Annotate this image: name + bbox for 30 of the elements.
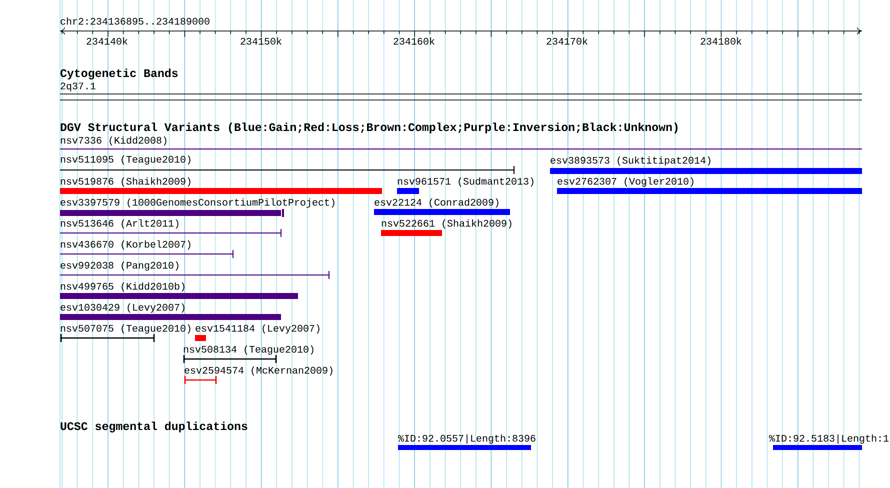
- variant-label: nsv507075 (Teague2010): [60, 324, 190, 334]
- variant-label: esv22124 (Conrad2009): [374, 198, 498, 208]
- variant-label: nsv499765 (Kidd2010b): [60, 282, 184, 292]
- variant-label: nsv7336 (Kidd2008): [60, 136, 166, 146]
- track-heading: DGV Structural Variants (Blue:Gain;Red:Loss;Brown:Complex;Purple:Inversion;Black:Unknown): [60, 122, 678, 134]
- variant-label: esv1541184 (Levy2007): [196, 324, 320, 334]
- tick-label: 234180k: [700, 37, 742, 45]
- variant-label: nsv961571 (Sudmant2013): [398, 177, 534, 187]
- track-heading: Cytogenetic Bands: [60, 68, 178, 80]
- coordinate-range: chr2:234136895..234189000: [60, 17, 210, 25]
- variant-label: esv2594574 (McKernan2009): [184, 366, 332, 376]
- tick-label: 234160k: [394, 37, 434, 45]
- variant-label: esv2762307 (Vogler2010): [558, 177, 694, 187]
- variant-label: esv3397579 (1000GenomesConsortiumPilotProject): [60, 198, 334, 208]
- variant-label: nsv508134 (Teague2010): [184, 345, 314, 355]
- variant-label: nsv522661 (Shaikh2009): [382, 219, 512, 229]
- duplication-label: %ID:92.5183|Length:1: [769, 434, 889, 444]
- variant-label: nsv519876 (Shaikh2009): [60, 177, 190, 187]
- variant-label: nsv436670 (Korbel2007): [60, 240, 190, 250]
- track-heading: UCSC segmental duplications: [60, 422, 248, 432]
- duplication-label: %ID:92.0557|Length:8396: [398, 434, 536, 444]
- tick-label: 234140k: [86, 37, 128, 45]
- variant-label: esv992038 (Pang2010): [60, 261, 178, 271]
- tick-label: 234150k: [240, 37, 282, 45]
- variant-label: nsv513646 (Arlt2011): [60, 219, 178, 229]
- variant-label: nsv511095 (Teague2010): [60, 155, 190, 165]
- tick-label: 234170k: [546, 37, 588, 45]
- variant-label: esv1030429 (Levy2007): [60, 303, 184, 313]
- band-label: 2q37.1: [60, 82, 96, 92]
- variant-label: esv3893573 (Suktitipat2014): [550, 156, 710, 166]
